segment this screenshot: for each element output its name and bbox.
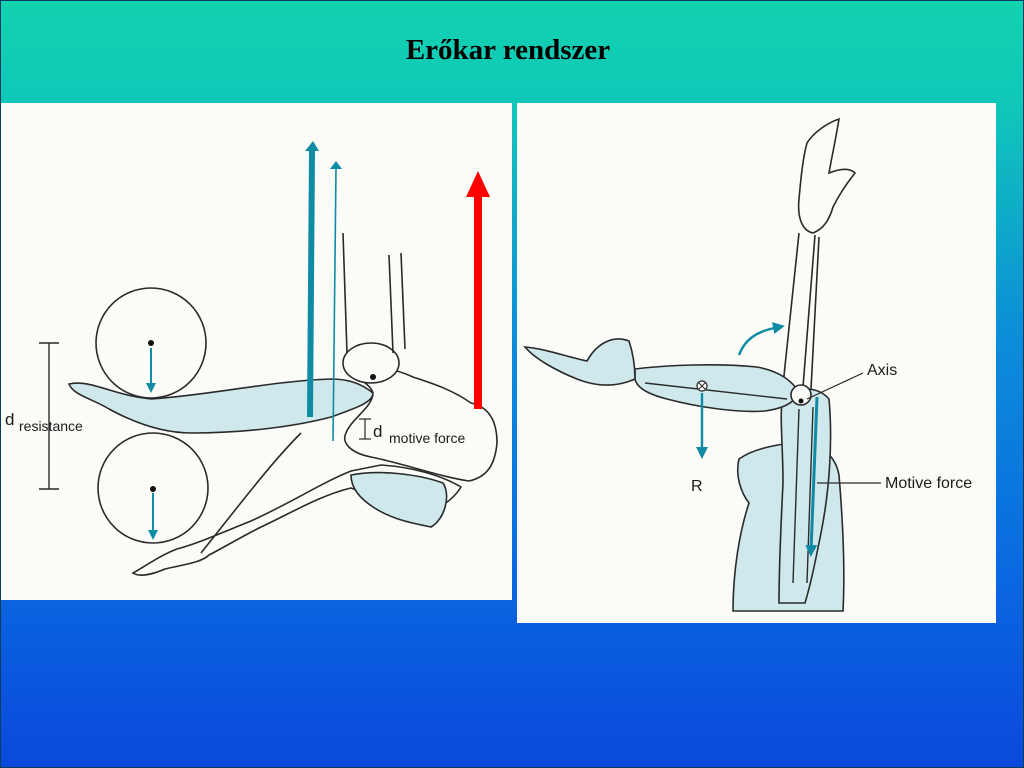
heel-bone: [344, 367, 498, 482]
horizontal-hand: [523, 338, 636, 386]
foot-upper: [67, 378, 374, 434]
upper-arm: [778, 388, 832, 604]
forearm-horizontal: [634, 364, 800, 413]
upper-load-circle: [95, 287, 207, 399]
d-resistance-d: d: [5, 410, 14, 429]
lower-load-circle: [97, 432, 209, 544]
d-resistance-sub: resistance: [19, 418, 83, 434]
motive-force-arrow: [307, 150, 315, 418]
raised-hand: [797, 117, 857, 234]
left-figure-panel: d resistance d motive force: [1, 103, 512, 600]
calcaneus-lower: [350, 471, 448, 528]
right-figure-panel: Axis R Motive force: [517, 103, 996, 623]
resistance-label: R: [691, 478, 703, 495]
d-motive-d: d: [373, 422, 382, 441]
axis-label: Axis: [867, 362, 897, 379]
rotation-arrow: [737, 322, 785, 356]
motive-force-label: Motive force: [885, 475, 972, 492]
slide-title: Erőkar rendszer: [405, 34, 611, 66]
thin-force-arrow: [332, 168, 337, 442]
foot-lever-diagram: d resistance d motive force: [5, 141, 498, 576]
elbow-lever-diagram: Axis R Motive force: [523, 117, 972, 612]
d-motive-sub: motive force: [389, 430, 465, 446]
motive-force-arrow-right: [805, 396, 819, 557]
